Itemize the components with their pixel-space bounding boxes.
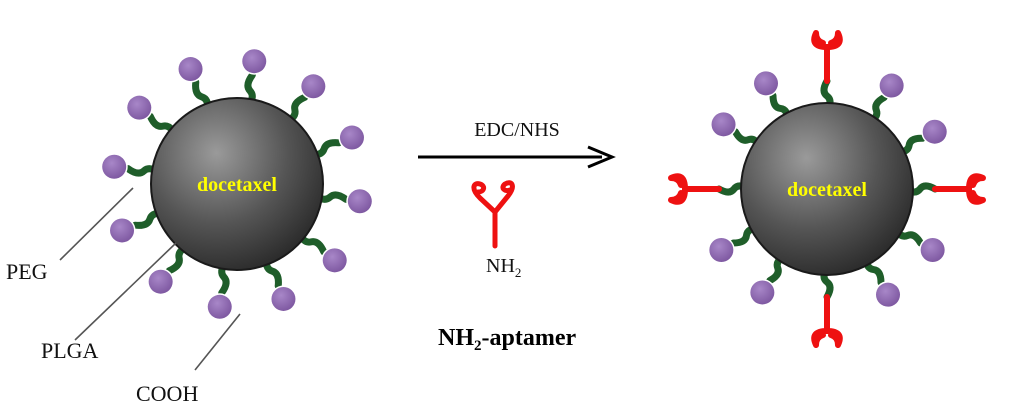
cooh-end-group: [271, 286, 296, 311]
cooh-end-group: [876, 282, 900, 307]
plga-leader-line: [74, 242, 177, 341]
reagent-label: EDC/NHS: [474, 119, 560, 141]
right-plga-core: [740, 102, 914, 276]
reaction-step: EDC/NHS NH2 NH2-aptamer: [418, 119, 616, 354]
cooh-end-group: [920, 238, 945, 262]
cooh-end-group: [347, 189, 372, 214]
cooh-end-group: [922, 119, 947, 144]
aptamer-ligand: [811, 30, 843, 84]
peg-label: PEG: [6, 259, 48, 284]
right-peg-chains: [668, 30, 986, 348]
left-peg-chains: [100, 47, 374, 321]
cooh-end-group: [711, 112, 736, 137]
cooh-end-group: [178, 57, 203, 82]
cooh-end-group: [879, 73, 904, 98]
left-nanoparticle: docetaxel: [100, 47, 374, 321]
left-plga-core: [150, 97, 324, 271]
cooh-end-group: [127, 95, 152, 120]
aptamer-icon: [471, 180, 515, 249]
cooh-end-group: [754, 71, 778, 96]
cooh-end-group: [102, 154, 127, 179]
aptamer-label: NH2-aptamer: [438, 325, 576, 354]
aptamer-ligand: [811, 294, 843, 348]
cooh-end-group: [207, 294, 232, 319]
aptamer-ligand: [932, 173, 986, 205]
cooh-end-group: [148, 269, 173, 294]
right-core-label: docetaxel: [787, 179, 867, 201]
component-legend: PEG PLGA COOH: [6, 187, 241, 406]
reaction-arrow: [418, 145, 616, 169]
cooh-end-group: [709, 238, 734, 262]
cooh-end-group: [242, 49, 267, 74]
cooh-end-group: [301, 74, 326, 99]
amine-label: NH2: [486, 255, 521, 280]
cooh-end-group: [110, 218, 135, 243]
peg-leader-line: [59, 187, 134, 261]
cooh-end-group: [322, 248, 347, 273]
cooh-end-group: [750, 280, 775, 305]
cooh-end-group: [339, 125, 364, 150]
aptamer-ligand: [668, 173, 722, 205]
plga-label: PLGA: [41, 338, 99, 363]
right-nanoparticle: docetaxel: [668, 30, 986, 348]
left-core-label: docetaxel: [197, 174, 277, 196]
cooh-leader-line: [194, 313, 241, 371]
cooh-label: COOH: [136, 381, 198, 406]
